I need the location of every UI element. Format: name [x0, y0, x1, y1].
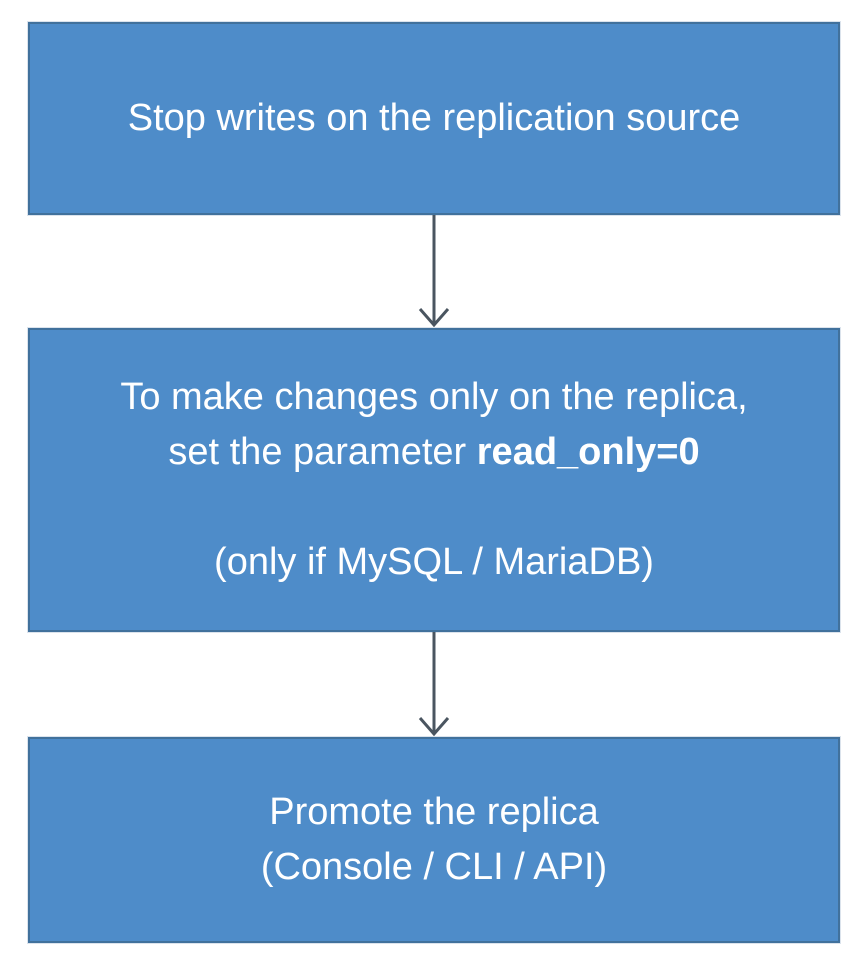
flow-step-set-read-only: To make changes only on the replica, set…	[28, 328, 840, 632]
flow-step-promote-replica: Promote the replica (Console / CLI / API…	[28, 737, 840, 943]
down-arrow-icon	[418, 632, 450, 737]
step-2-line-1: To make changes only on the replica,	[120, 375, 748, 418]
step-2-parameter-value: read_only=0	[476, 430, 700, 473]
step-3-line-1: Promote the replica	[269, 790, 599, 833]
flow-column: Stop writes on the replication source To…	[28, 22, 840, 943]
step-2-line-2: set the parameter read_only=0	[168, 425, 699, 480]
step-2-line-3: (only if MySQL / MariaDB)	[214, 541, 654, 584]
step-1-label: Stop writes on the replication source	[127, 96, 741, 139]
step-2-line-2-prefix: set the parameter	[168, 430, 477, 473]
flow-step-stop-writes: Stop writes on the replication source	[28, 22, 840, 215]
step-3-line-2: (Console / CLI / API)	[260, 846, 608, 888]
down-arrow-icon	[418, 215, 450, 328]
